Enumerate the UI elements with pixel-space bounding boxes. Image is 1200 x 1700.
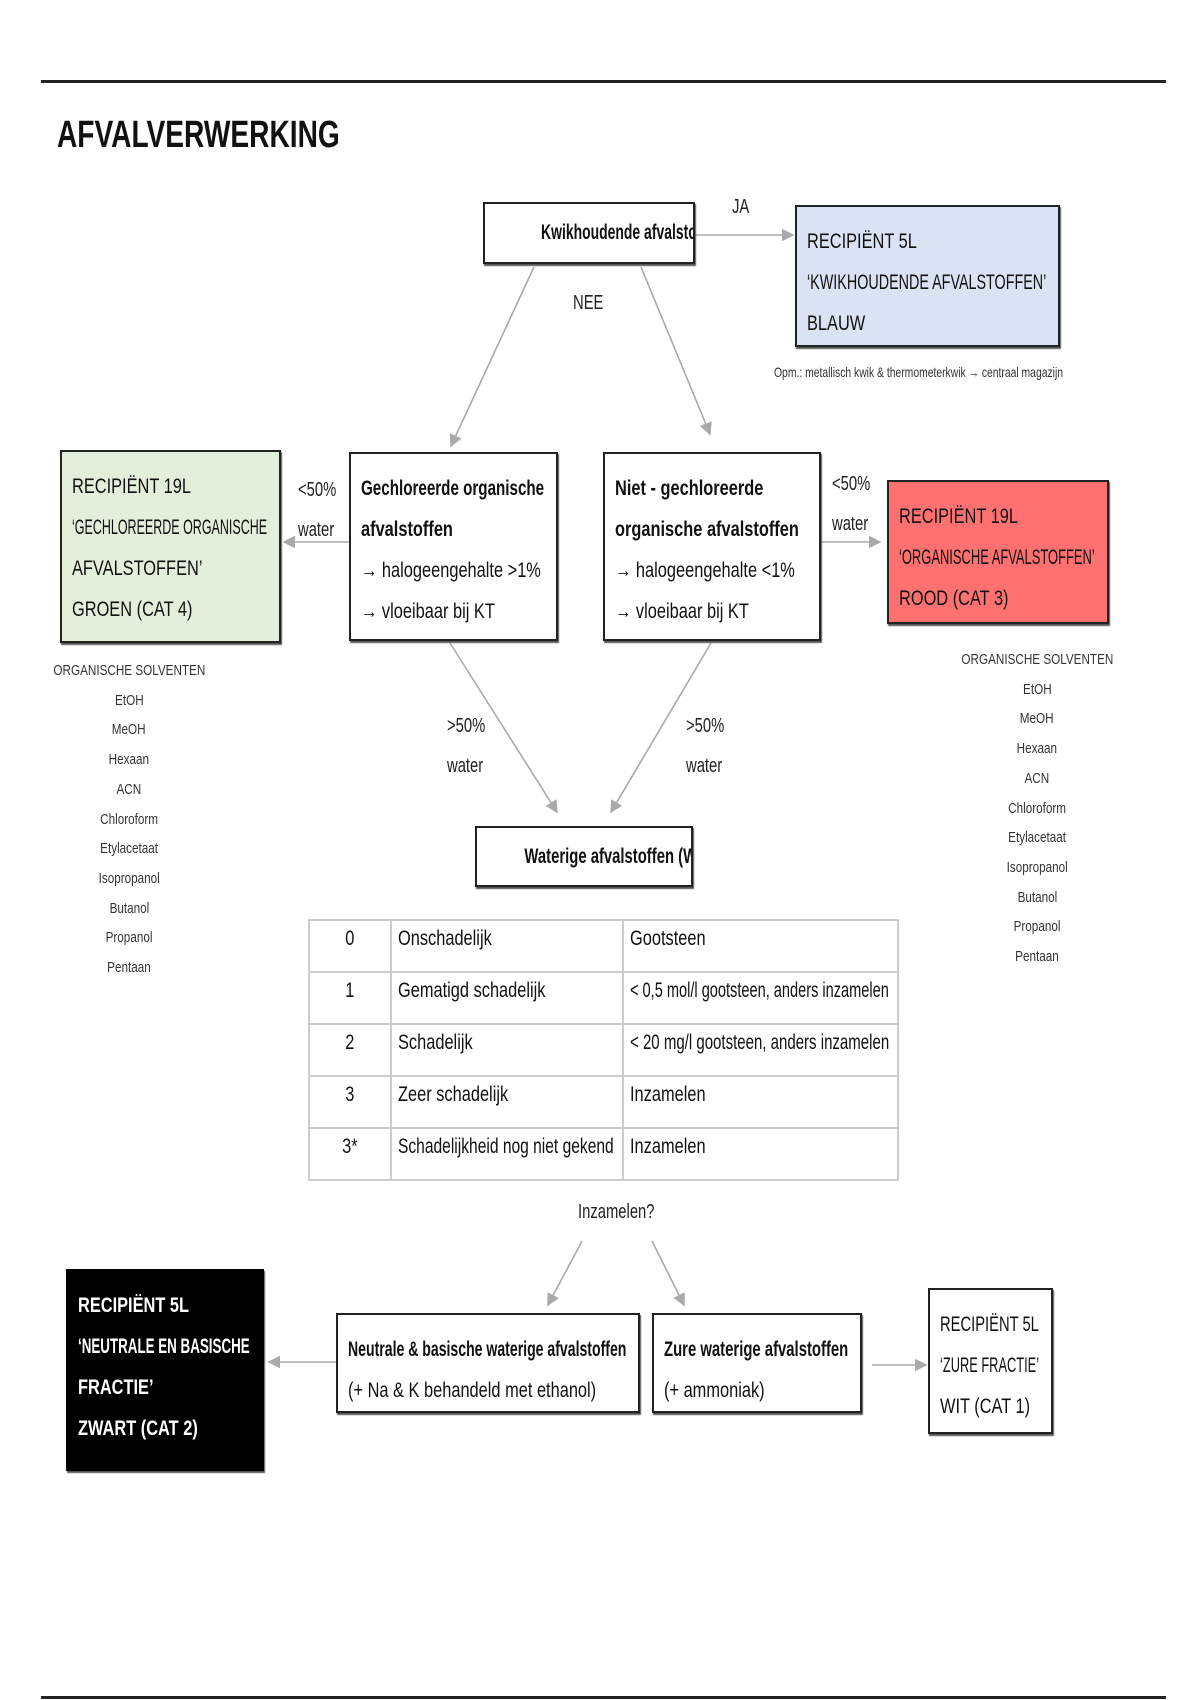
arrow-to-acid bbox=[651, 1240, 685, 1307]
lt50-water-right: <50%water bbox=[832, 473, 871, 535]
gt50-water-right: >50%water bbox=[686, 715, 725, 777]
arrow-chlorinated-wgk bbox=[449, 642, 558, 814]
white-recipient-box: RECIPIËNT 5L‘ZURE FRACTIE’WIT (CAT 1) bbox=[928, 1288, 1053, 1434]
bottom-rule bbox=[41, 1696, 1166, 1699]
ja-label: JA bbox=[732, 196, 750, 218]
arrow-nee-chlorinated bbox=[449, 266, 535, 448]
neutral-basic-box: Neutrale & basische waterige afvalstoffe… bbox=[336, 1313, 640, 1413]
lt50-water-left: <50%water bbox=[298, 479, 337, 541]
page-title: AFVALVERWERKING bbox=[57, 114, 340, 156]
wgk-box: Waterige afvalstoffen (WGK) bbox=[475, 826, 693, 887]
arrow-to-neutral bbox=[547, 1240, 583, 1307]
nee-label: NEE bbox=[573, 292, 604, 314]
inzamelen-question: Inzamelen? bbox=[578, 1201, 655, 1223]
kwik-question-box: Kwikhoudende afvalstoffen? bbox=[483, 202, 695, 264]
red-recipient-box: RECIPIËNT 19L‘ORGANISCHE AFVALSTOFFEN’RO… bbox=[887, 480, 1109, 624]
arrow-nonchlorinated-wgk bbox=[610, 642, 712, 814]
mercury-note: Opm.: metallisch kwik & thermometerkwik … bbox=[774, 364, 1064, 380]
blue-recipient-box: RECIPIËNT 5L‘KWIKHOUDENDE AFVALSTOFFEN’B… bbox=[795, 205, 1060, 347]
arrow-nee-nonchlorinated bbox=[640, 266, 712, 436]
gt50-water-left: >50%water bbox=[447, 715, 486, 777]
top-rule bbox=[41, 80, 1166, 83]
acid-box: Zure waterige afvalstoffen(+ ammoniak) bbox=[652, 1313, 862, 1413]
